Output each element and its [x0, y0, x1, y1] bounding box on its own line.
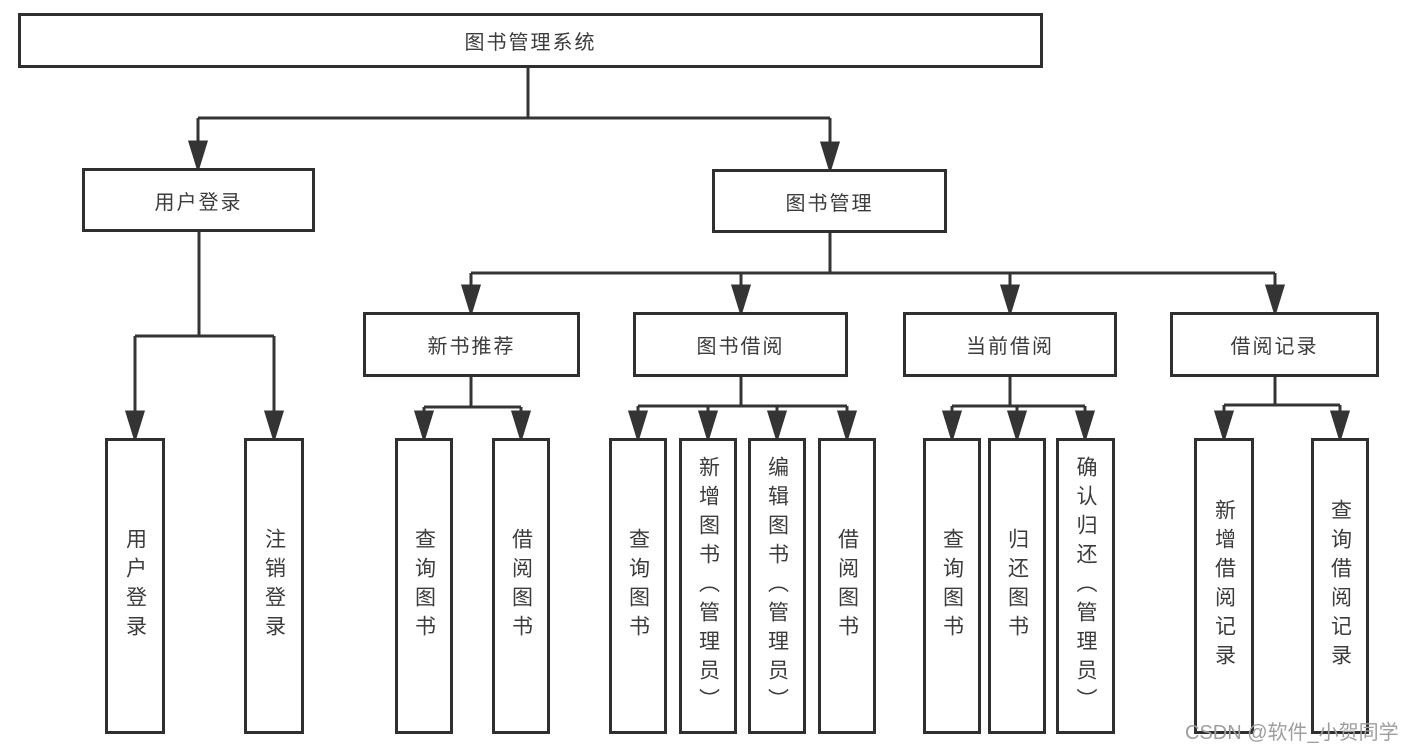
arrowhead: [999, 284, 1021, 318]
node-label: 注销登录: [262, 528, 286, 644]
edge-new-book-recommend-children: [413, 377, 532, 444]
node-label: 查询借阅记录: [1328, 499, 1352, 673]
node-new-book-recommend: 新书推荐: [363, 312, 580, 377]
leaf-recommend-borrow-books: 借阅图书: [492, 438, 550, 734]
arrowhead: [819, 141, 841, 175]
node-label: 图书管理: [785, 192, 874, 215]
node-label: 查询图书: [626, 528, 650, 644]
arrowhead: [697, 410, 719, 444]
node-book-borrow: 图书借阅: [633, 312, 848, 377]
node-label: 确认归还（管理员）: [1074, 455, 1097, 717]
arrowhead: [413, 410, 435, 444]
node-label: 编辑图书（管理员）: [765, 455, 789, 717]
arrowhead: [460, 284, 482, 318]
node-label: 新书推荐: [427, 336, 516, 358]
node-label: 图书管理系统: [464, 32, 597, 54]
node-label: 用户登录: [154, 191, 243, 214]
edge-user-login-children: [124, 232, 285, 444]
arrowhead: [1264, 284, 1286, 318]
arrowhead: [1213, 410, 1235, 444]
node-current-borrow: 当前借阅: [903, 312, 1117, 377]
leaf-borrow-query-books: 查询图书: [609, 438, 667, 734]
edge-current-borrow-children: [941, 377, 1096, 444]
edge-borrow-records-children: [1213, 377, 1351, 444]
arrowhead: [730, 284, 752, 318]
arrowhead: [627, 410, 649, 444]
node-label: 新增图书（管理员）: [696, 455, 720, 717]
node-label: 用户登录: [123, 528, 147, 644]
edge-book-borrow-children: [627, 377, 858, 444]
leaf-user-login: 用户登录: [105, 438, 165, 734]
csdn-watermark: CSDN @软件_小贺同学: [1185, 722, 1399, 744]
node-label: 当前借阅: [966, 336, 1054, 358]
leaf-recommend-query-books: 查询图书: [395, 438, 453, 734]
arrowhead: [1329, 410, 1351, 444]
arrowhead: [836, 410, 858, 444]
node-label: 归还图书: [1005, 528, 1029, 644]
node-user-login: 用户登录: [82, 168, 315, 232]
leaf-borrow-borrow-books: 借阅图书: [818, 438, 876, 734]
edge-book-management-groups: [460, 233, 1286, 318]
arrowhead: [1074, 410, 1096, 444]
node-label: 查询图书: [940, 528, 964, 644]
leaf-logout: 注销登录: [244, 438, 304, 734]
leaf-current-confirm-return-admin: 确认归还（管理员）: [1056, 438, 1115, 734]
node-label: 查询图书: [412, 528, 436, 644]
leaf-records-query-record: 查询借阅记录: [1311, 438, 1369, 734]
node-label: 借阅图书: [509, 528, 533, 644]
edge-root-to-branches: [187, 68, 841, 175]
arrowhead: [766, 410, 788, 444]
arrowhead: [187, 140, 209, 174]
leaf-borrow-edit-books-admin: 编辑图书（管理员）: [748, 438, 806, 734]
leaf-borrow-add-books-admin: 新增图书（管理员）: [679, 438, 737, 734]
node-root-system: 图书管理系统: [18, 13, 1043, 68]
node-label: 借阅记录: [1230, 336, 1319, 358]
node-label: 借阅图书: [835, 528, 859, 644]
arrowhead: [124, 410, 146, 444]
leaf-records-add-record: 新增借阅记录: [1194, 438, 1254, 734]
node-book-management: 图书管理: [712, 169, 947, 233]
node-label: 图书借阅: [696, 336, 785, 358]
arrowhead: [1006, 410, 1028, 444]
arrowhead: [510, 410, 532, 444]
leaf-current-query-books: 查询图书: [923, 438, 981, 734]
node-label: 新增借阅记录: [1212, 499, 1236, 673]
leaf-current-return-books: 归还图书: [988, 438, 1046, 734]
arrowhead: [263, 410, 285, 444]
node-borrow-records: 借阅记录: [1170, 312, 1379, 377]
arrowhead: [941, 410, 963, 444]
